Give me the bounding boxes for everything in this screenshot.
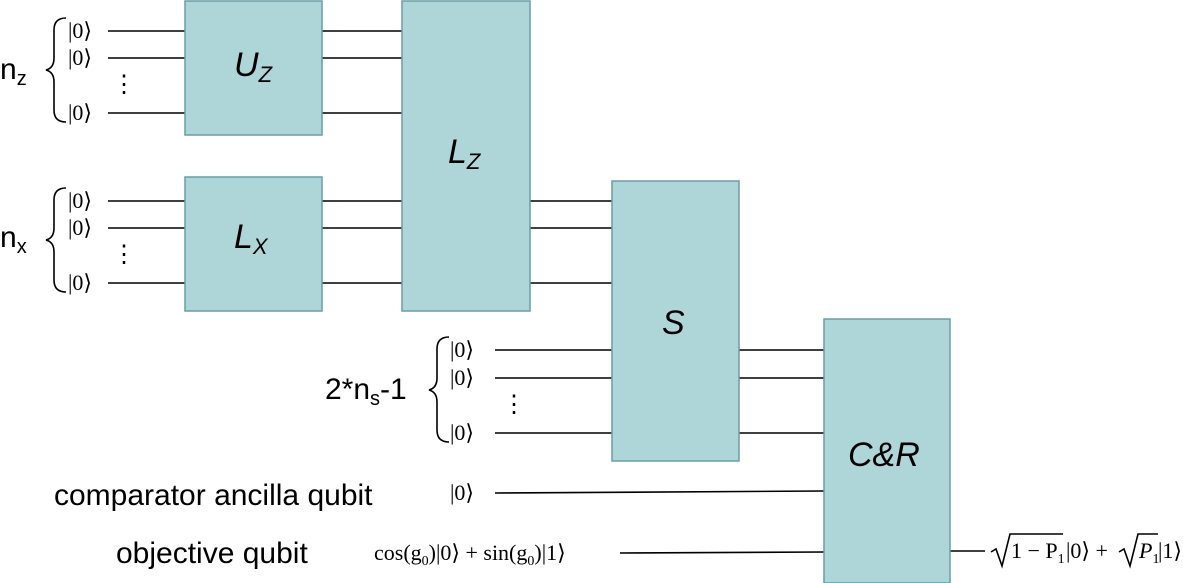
objective-row: objective qubit cos(g0)|0⟩ + sin(g0)|1⟩	[116, 537, 566, 570]
objective-input-mid: )|0⟩ + sin(g	[429, 540, 528, 565]
ket-comparator: |0⟩	[450, 480, 474, 505]
vdots-nz: ⋮	[112, 72, 136, 98]
brace-ns	[428, 336, 450, 443]
output-root2: P1	[1138, 538, 1159, 567]
reg-nz-sub: z	[17, 68, 27, 90]
output-root2-text: P	[1138, 538, 1152, 563]
register-ns: 2*ns-1 |0⟩ |0⟩ ⋮ |0⟩	[325, 336, 526, 445]
objective-input-tail: )|1⟩	[534, 540, 565, 565]
output-root2-sub: 1	[1152, 552, 1159, 567]
output-root1-sub: 1	[1058, 552, 1065, 567]
gate-lx-base: L	[234, 218, 253, 256]
svg-text:LX: LX	[234, 218, 269, 259]
ket-nz-1: |0⟩	[68, 18, 92, 43]
gate-cr: C&R	[823, 318, 951, 583]
register-nx: nx |0⟩ |0⟩ ⋮ |0⟩	[0, 187, 136, 295]
ket-ns-1: |0⟩	[450, 337, 474, 362]
ket-nz-2: |0⟩	[68, 45, 92, 70]
reg-ns-sub: s	[370, 388, 380, 410]
register-nz: nz |0⟩ |0⟩ ⋮ |0⟩	[0, 17, 136, 125]
gate-s-label: S	[662, 304, 685, 342]
wire-objective	[619, 551, 825, 554]
ket-nx-3: |0⟩	[68, 270, 92, 295]
gate-lz-sub: Z	[466, 149, 482, 174]
output-ket0: |0⟩ +	[1066, 538, 1108, 563]
output-ket1: |1⟩	[1158, 538, 1182, 563]
vdots-nx: ⋮	[112, 242, 136, 268]
svg-text:LZ: LZ	[448, 133, 482, 174]
svg-text:nz: nz	[0, 53, 27, 90]
output-root1-text: 1 − P	[1011, 538, 1058, 563]
ket-nz-3: |0⟩	[68, 100, 92, 125]
gate-uz-base: U	[234, 46, 259, 84]
ket-nx-1: |0⟩	[68, 188, 92, 213]
objective-label: objective qubit	[116, 537, 308, 570]
output-state: 1 − P1 |0⟩ + P1 |1⟩	[990, 533, 1182, 569]
gate-cr-label: C&R	[848, 436, 920, 474]
objective-input-sub0: 0	[422, 554, 429, 569]
gates: UZ LX LZ S C&R	[184, 0, 951, 583]
objective-input-cos: cos(g	[374, 540, 422, 565]
reg-ns-suffix: -1	[380, 373, 407, 406]
gate-lx-sub: X	[252, 234, 269, 259]
objective-input-state: cos(g0)|0⟩ + sin(g0)|1⟩	[374, 540, 566, 569]
output-root1: 1 − P1	[1011, 538, 1065, 567]
gate-uz-sub: Z	[258, 62, 274, 87]
gate-uz: UZ	[184, 0, 323, 136]
comparator-label: comparator ancilla qubit	[54, 479, 373, 512]
wire-comparator	[494, 490, 825, 494]
reg-nz-base: n	[0, 53, 17, 86]
ket-ns-3: |0⟩	[450, 420, 474, 445]
ket-nx-2: |0⟩	[68, 215, 92, 240]
sqrt-symbol-1	[990, 533, 1063, 569]
svg-text:UZ: UZ	[234, 46, 274, 87]
vdots-ns: ⋮	[502, 392, 526, 418]
objective-input-sub1: 0	[527, 554, 534, 569]
gate-lz: LZ	[401, 0, 531, 312]
brace-nz	[45, 17, 67, 123]
reg-ns-prefix: 2*n	[325, 373, 370, 406]
reg-nx-sub: x	[17, 236, 27, 258]
gate-lz-base: L	[448, 133, 467, 171]
svg-text:nx: nx	[0, 221, 27, 258]
ket-ns-2: |0⟩	[450, 365, 474, 390]
reg-nx-base: n	[0, 221, 17, 254]
svg-text:2*ns-1: 2*ns-1	[325, 373, 407, 410]
gate-s: S	[611, 180, 740, 462]
comparator-row: comparator ancilla qubit |0⟩	[54, 479, 474, 512]
sqrt-symbol-2	[1118, 533, 1158, 569]
gate-lx: LX	[184, 176, 323, 312]
brace-nx	[45, 187, 67, 293]
